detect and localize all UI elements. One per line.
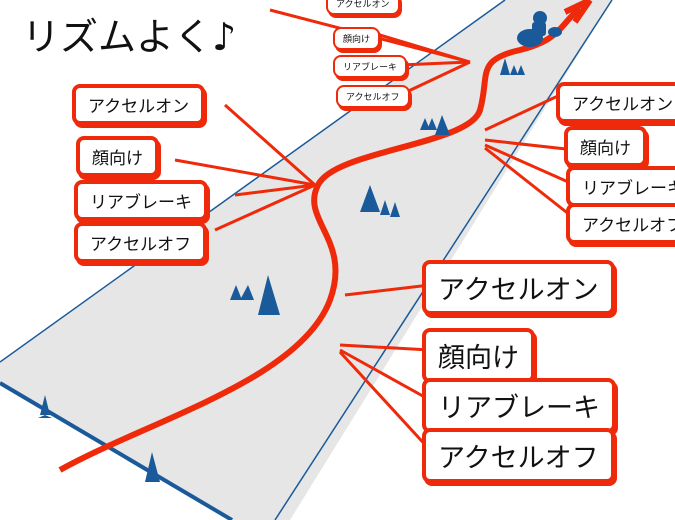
- riding-line: [58, 5, 582, 473]
- label-accel-off-left: アクセルオフ: [74, 222, 208, 263]
- label-accel-off-right: アクセルオフ: [566, 203, 675, 244]
- label-face-bottom: 顔向け: [422, 328, 535, 383]
- label-accel-on-right: アクセルオン: [556, 82, 675, 123]
- label-rear-brake-left: リアブレーキ: [74, 180, 208, 221]
- pylon-icons: [38, 58, 525, 482]
- label-rear-brake-bottom: リアブレーキ: [422, 378, 616, 433]
- label-accel-on-top: アクセルオン: [326, 0, 400, 15]
- motorcycle-icon: [517, 11, 562, 47]
- road-left-edge: [0, 0, 506, 363]
- label-rear-brake-top: リアブレーキ: [333, 55, 408, 78]
- label-face-left: 顔向け: [76, 136, 159, 177]
- road-bottom-edge: [0, 381, 234, 520]
- label-accel-on-bottom: アクセルオン: [422, 260, 615, 315]
- page-title: リズムよく♪: [22, 15, 237, 59]
- label-face-top: 顔向け: [333, 27, 381, 50]
- label-accel-off-top: アクセルオフ: [336, 85, 410, 108]
- label-face-right: 顔向け: [564, 126, 647, 167]
- arrow-icon: [563, 0, 593, 24]
- label-accel-off-bottom: アクセルオフ: [422, 428, 615, 483]
- label-rear-brake-right: リアブレーキ: [566, 166, 675, 207]
- label-accel-on-left: アクセルオン: [72, 84, 206, 125]
